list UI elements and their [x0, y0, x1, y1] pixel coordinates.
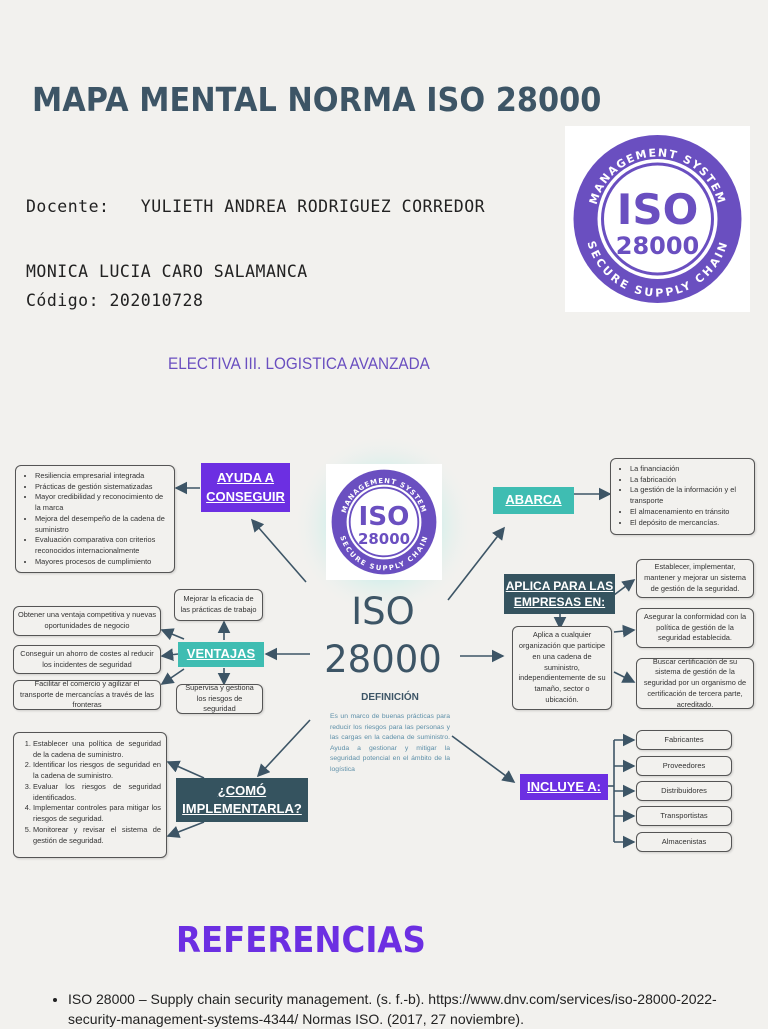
- list-item: Mejora del desempeño de la cadena de sum…: [35, 514, 169, 535]
- list-item: Implementar controles para mitigar los r…: [33, 803, 161, 824]
- logo-iso-text: ISO: [359, 502, 410, 532]
- iso-seal-icon: MANAGEMENT SYSTEM SECURE SUPPLY CHAIN IS…: [331, 469, 437, 575]
- ventajas-left-box: Conseguir un ahorro de costes al reducir…: [13, 645, 161, 674]
- definition-text: Es un marco de buenas prácticas para red…: [330, 713, 450, 773]
- incluye-item: Almacenistas: [636, 832, 732, 852]
- logo-iso-text: ISO: [617, 185, 699, 234]
- teacher-line: Docente: YULIETH ANDREA RODRIGUEZ CORRED…: [26, 197, 485, 216]
- incluye-item: Distribuidores: [636, 781, 732, 801]
- abarca-list: La financiación La fabricación La gestió…: [616, 464, 749, 528]
- logo-number-text: 28000: [358, 530, 410, 548]
- center-title: ISO 28000: [318, 588, 448, 684]
- aplica-detail-box: Asegurar la conformidad con la política …: [636, 608, 754, 648]
- logo-number-text: 28000: [616, 232, 700, 260]
- center-title-line2: 28000: [324, 638, 442, 682]
- center-title-line1: ISO: [351, 590, 415, 633]
- abarca-box: La financiación La fabricación La gestió…: [610, 458, 755, 535]
- list-item: Mayor credibilidad y reconocimiento de l…: [35, 492, 169, 513]
- ayuda-box: Resiliencia empresarial integrada Prácti…: [15, 465, 175, 573]
- list-item: Monitorear y revisar el sistema de gesti…: [33, 825, 161, 846]
- aplica-label: APLICA PARA LAS EMPRESAS EN:: [504, 574, 615, 614]
- list-item: Resiliencia empresarial integrada: [35, 471, 169, 482]
- list-item: Prácticas de gestión sistematizadas: [35, 482, 169, 493]
- list-item: Identificar los riesgos de seguridad en …: [33, 760, 161, 781]
- como-steps: Establecer una política de seguridad de …: [19, 739, 161, 846]
- ventajas-left-box: Facilitar el comercio y agilizar el tran…: [13, 679, 161, 710]
- references-list: ISO 28000 – Supply chain security manage…: [52, 990, 732, 1029]
- iso-logo-top: MANAGEMENT SYSTEM SECURE SUPPLY CHAIN IS…: [565, 126, 750, 312]
- list-item: La fabricación: [630, 475, 749, 486]
- incluye-label: INCLUYE A:: [520, 774, 608, 800]
- aplica-detail-box: Buscar certificación de su sistema de ge…: [636, 657, 754, 709]
- references-title: REFERENCIAS: [176, 920, 426, 961]
- list-item: El depósito de mercancías.: [630, 518, 749, 529]
- ayuda-list: Resiliencia empresarial integrada Prácti…: [21, 471, 169, 568]
- como-label: ¿COMÓ IMPLEMENTARLA?: [176, 778, 308, 822]
- ventajas-label: VENTAJAS: [178, 642, 264, 667]
- list-item: Evaluar los riesgos de seguridad identif…: [33, 782, 161, 803]
- ayuda-label: AYUDA A CONSEGUIR: [201, 463, 290, 512]
- student-name: MONICA LUCIA CARO SALAMANCA: [26, 262, 308, 281]
- list-item: La gestión de la información y el transp…: [630, 485, 749, 506]
- iso-seal-icon: MANAGEMENT SYSTEM SECURE SUPPLY CHAIN IS…: [573, 135, 742, 303]
- teacher-label: Docente:: [26, 197, 110, 216]
- reference-item: ISO 28000 – Supply chain security manage…: [68, 990, 732, 1029]
- list-item: Evaluación comparativa con criterios rec…: [35, 535, 169, 556]
- page-title: MAPA MENTAL NORMA ISO 28000: [32, 80, 602, 119]
- list-item: La financiación: [630, 464, 749, 475]
- list-item: Mayores procesos de cumplimiento: [35, 557, 169, 568]
- definition-title: DEFINICIÓN: [361, 692, 419, 703]
- abarca-label: ABARCA: [493, 487, 574, 514]
- list-item: Establecer una política de seguridad de …: [33, 739, 161, 760]
- teacher-name: YULIETH ANDREA RODRIGUEZ CORREDOR: [140, 197, 486, 216]
- incluye-item: Fabricantes: [636, 730, 732, 750]
- course-name: ELECTIVA III. LOGISTICA AVANZADA: [168, 354, 430, 373]
- incluye-item: Transportistas: [636, 806, 732, 826]
- iso-logo-center: MANAGEMENT SYSTEM SECURE SUPPLY CHAIN IS…: [326, 464, 442, 580]
- list-item: El almacenamiento en tránsito: [630, 507, 749, 518]
- aplica-detail-box: Establecer, implementar, mantener y mejo…: [636, 559, 754, 598]
- como-box: Establecer una política de seguridad de …: [13, 732, 167, 858]
- ventajas-top-box: Mejorar la eficacia de las prácticas de …: [174, 589, 263, 621]
- aplica-main-box: Aplica a cualquier organización que part…: [512, 626, 612, 710]
- incluye-item: Proveedores: [636, 756, 732, 776]
- ventajas-left-box: Obtener una ventaja competitiva y nuevas…: [13, 606, 161, 636]
- student-code: Código: 202010728: [26, 291, 204, 310]
- ventajas-bottom-box: Supervisa y gestiona los riesgos de segu…: [176, 683, 263, 714]
